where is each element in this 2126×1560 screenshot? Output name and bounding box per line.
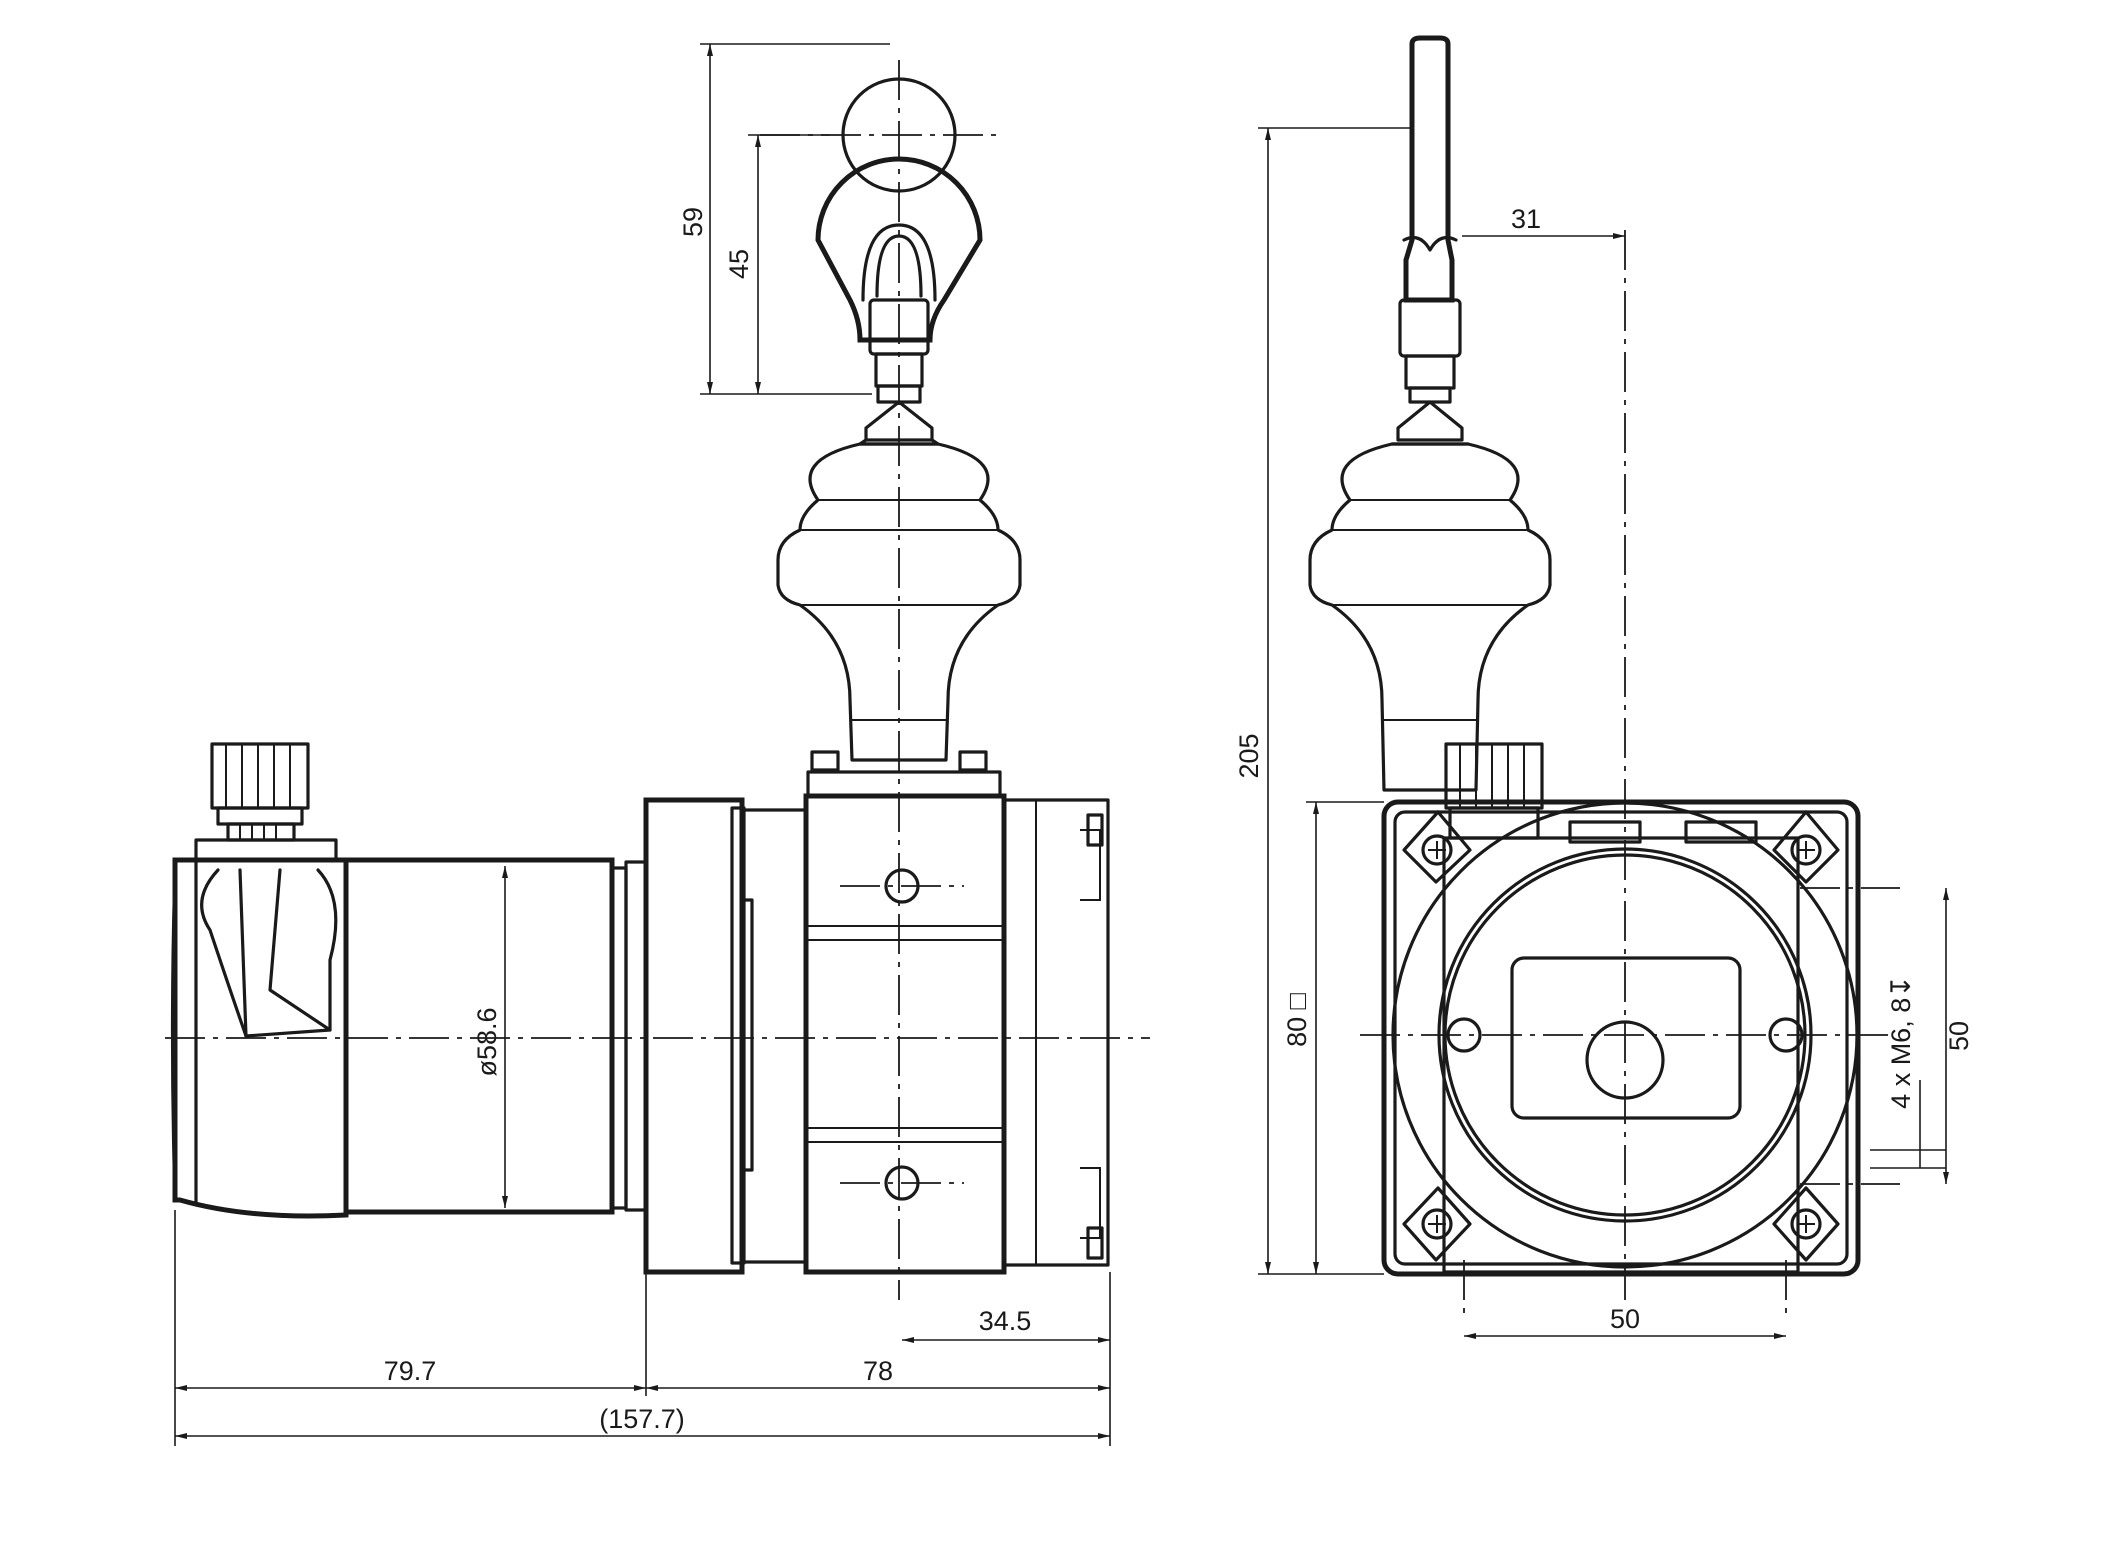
corner-screw-bottom-left (1402, 1186, 1472, 1262)
dimension-lines (174, 43, 1949, 1446)
dim-label-78: 78 (863, 1356, 893, 1386)
front-view (1308, 35, 1900, 1320)
square-housing (1381, 799, 1861, 1277)
lever-edge (1398, 35, 1462, 404)
front-connector (1444, 742, 1758, 844)
dim-label-31: 31 (1511, 204, 1541, 234)
dim-label-157-7: (157.7) (599, 1404, 685, 1434)
main-housing (803, 750, 1110, 1275)
corner-screw-top-right (1772, 810, 1840, 884)
dimension-labels: 59 45 205 31 ø58.6 80 □ 4 x M6, 8↧ 50 50… (384, 204, 1974, 1434)
dim-label-50-horizontal: 50 (1610, 1304, 1640, 1334)
dim-label-205: 205 (1234, 733, 1264, 778)
dim-label-50-vertical: 50 (1944, 1021, 1974, 1051)
dim-label-diameter: ø58.6 (472, 1007, 502, 1076)
corner-screw-bottom-right (1772, 1186, 1840, 1262)
cable-connector (210, 742, 310, 842)
dim-label-34-5: 34.5 (979, 1306, 1032, 1336)
mounting-flange (624, 797, 808, 1275)
dim-label-thread: 4 x M6, 8↧ (1886, 975, 1916, 1109)
dim-label-45: 45 (724, 249, 754, 279)
dim-label-59: 59 (678, 207, 708, 237)
cylindrical-body (170, 838, 628, 1219)
dim-label-80-square: 80 □ (1282, 992, 1312, 1047)
dim-label-79-7: 79.7 (384, 1356, 437, 1386)
side-view (165, 60, 1150, 1300)
joystick-boot (776, 400, 1022, 762)
front-boot (1308, 400, 1552, 792)
